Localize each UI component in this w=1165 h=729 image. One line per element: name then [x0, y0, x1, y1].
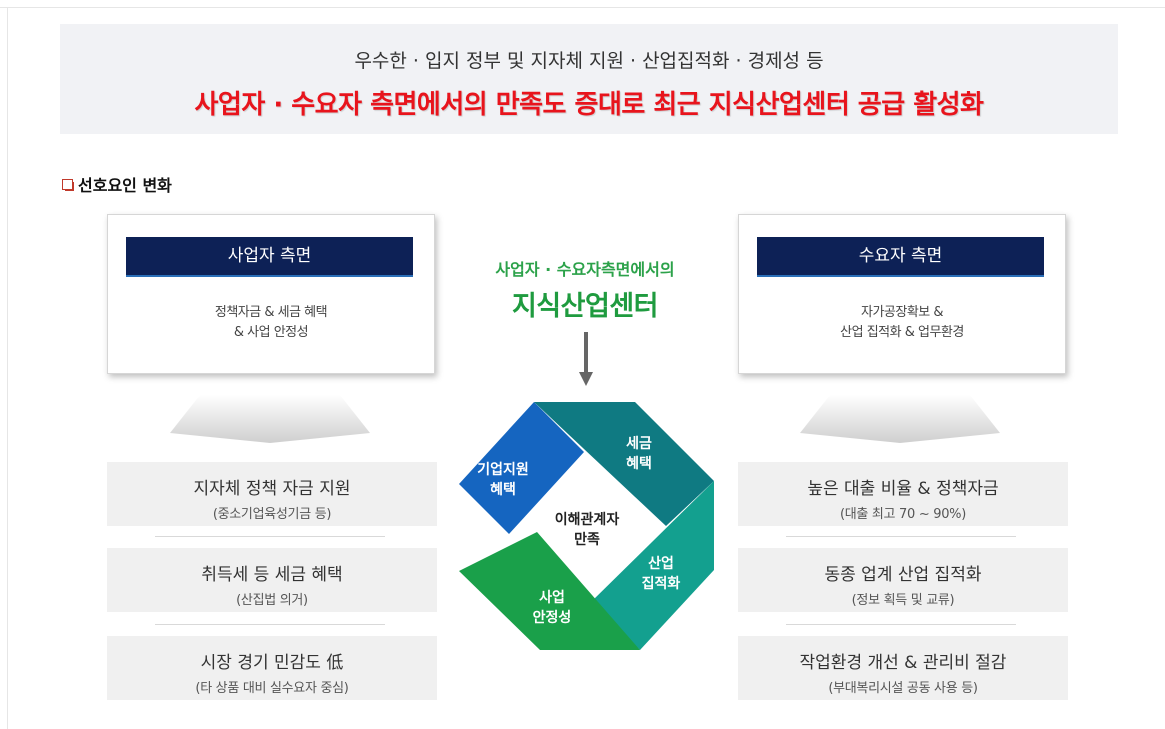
operator-card-header: 사업자 측면	[126, 237, 413, 277]
right-item-3-sub: (부대복리시설 공동 사용 등)	[828, 681, 978, 696]
segment-corporate-support	[459, 402, 584, 534]
demand-card-text: 자가공장확보 & 산업 집적화 & 업무환경	[739, 303, 1065, 343]
left-item-3-title: 시장 경기 민감도 低	[200, 653, 344, 673]
operator-card-text: 정책자금 & 세금 혜택 & 사업 안정성	[108, 303, 434, 343]
left-item-3-sub: (타 상품 대비 실수요자 중심)	[195, 681, 349, 696]
right-item-3: 작업환경 개선 & 관리비 절감 (부대복리시설 공동 사용 등)	[738, 636, 1068, 700]
left-fan-shadow	[170, 395, 370, 443]
operator-card-line1: 정책자금 & 세금 혜택	[214, 305, 328, 320]
demand-card-line1: 자가공장확보 &	[860, 305, 944, 320]
left-item-2-sub: (산집법 의거)	[236, 593, 308, 608]
right-item-3-title: 작업환경 개선 & 관리비 절감	[799, 653, 1007, 673]
right-item-1-title: 높은 대출 비율 & 정책자금	[807, 479, 999, 499]
left-item-1-sub: (중소기업육성기금 등)	[212, 507, 332, 522]
left-separator-2	[155, 624, 385, 625]
center-caption: 사업자 · 수요자측면에서의 지식산업센터	[420, 256, 750, 323]
demand-perspective-card: 수요자 측면 자가공장확보 & 산업 집적화 & 업무환경	[738, 214, 1066, 374]
operator-perspective-card: 사업자 측면 정책자금 & 세금 혜택 & 사업 안정성	[107, 214, 435, 374]
section-title: 선호요인 변화	[62, 172, 172, 196]
left-separator-1	[155, 536, 385, 537]
segment-corporate-support-line2: 혜택	[490, 481, 516, 498]
right-fan-shadow	[800, 395, 1000, 443]
banner-subtitle: 우수한 · 입지 정부 및 지자체 지원 · 산업집적화 · 경제성 등	[354, 50, 824, 72]
demand-card-line2: 산업 집적화 & 업무환경	[840, 325, 964, 340]
segment-business-stability-line1: 사업	[539, 590, 565, 606]
operator-card-line2: & 사업 안정성	[233, 325, 309, 340]
core-satisfaction-line2: 만족	[574, 532, 600, 548]
core-satisfaction-line1: 이해관계자	[555, 511, 620, 528]
left-item-2-title: 취득세 등 세금 혜택	[201, 565, 343, 585]
right-item-2-title: 동종 업계 산업 집적화	[824, 565, 982, 585]
segment-tax-benefit	[534, 402, 714, 526]
segment-tax-benefit-line2: 혜택	[626, 455, 652, 472]
right-item-2: 동종 업계 산업 집적화 (정보 획득 및 교류)	[738, 548, 1068, 612]
section-title-text: 선호요인 변화	[78, 176, 172, 195]
center-caption-large: 지식산업센터	[511, 291, 659, 322]
square-bullet-icon	[62, 179, 74, 191]
left-item-2: 취득세 등 세금 혜택 (산집법 의거)	[107, 548, 437, 612]
segment-industrial-cluster-line1: 산업	[648, 555, 674, 572]
left-item-1: 지자체 정책 자금 지원 (중소기업육성기금 등)	[107, 462, 437, 526]
right-item-1-sub: (대출 최고 70 ~ 90%)	[839, 507, 967, 522]
stakeholder-octagon: 기업지원 혜택 세금 혜택 산업 집적화 사업 안정성 이해관계자 만족	[459, 402, 714, 650]
banner-headline: 사업자 · 수요자 측면에서의 만족도 증대로 최근 지식산업센터 공급 활성화	[194, 90, 984, 120]
frame-left-line	[7, 7, 8, 729]
right-separator-1	[786, 536, 1016, 537]
left-item-3: 시장 경기 민감도 低 (타 상품 대비 실수요자 중심)	[107, 636, 437, 700]
segment-business-stability	[459, 532, 640, 650]
demand-card-header: 수요자 측면	[757, 237, 1044, 277]
segment-corporate-support-line1: 기업지원	[477, 462, 529, 478]
segment-industrial-cluster-line2: 집적화	[642, 575, 681, 592]
segment-tax-benefit-line1: 세금	[626, 436, 652, 452]
center-caption-small: 사업자 · 수요자측면에서의	[495, 260, 675, 279]
segment-business-stability-line2: 안정성	[533, 609, 572, 626]
right-separator-2	[786, 624, 1016, 625]
segment-industrial-cluster	[591, 481, 714, 650]
right-item-1: 높은 대출 비율 & 정책자금 (대출 최고 70 ~ 90%)	[738, 462, 1068, 526]
down-arrow-icon	[579, 332, 593, 386]
left-item-1-title: 지자체 정책 자금 지원	[193, 479, 351, 499]
summary-banner: 우수한 · 입지 정부 및 지자체 지원 · 산업집적화 · 경제성 등 사업자…	[60, 24, 1118, 134]
frame-top-line	[0, 7, 1165, 8]
right-item-2-sub: (정보 획득 및 교류)	[851, 593, 955, 608]
